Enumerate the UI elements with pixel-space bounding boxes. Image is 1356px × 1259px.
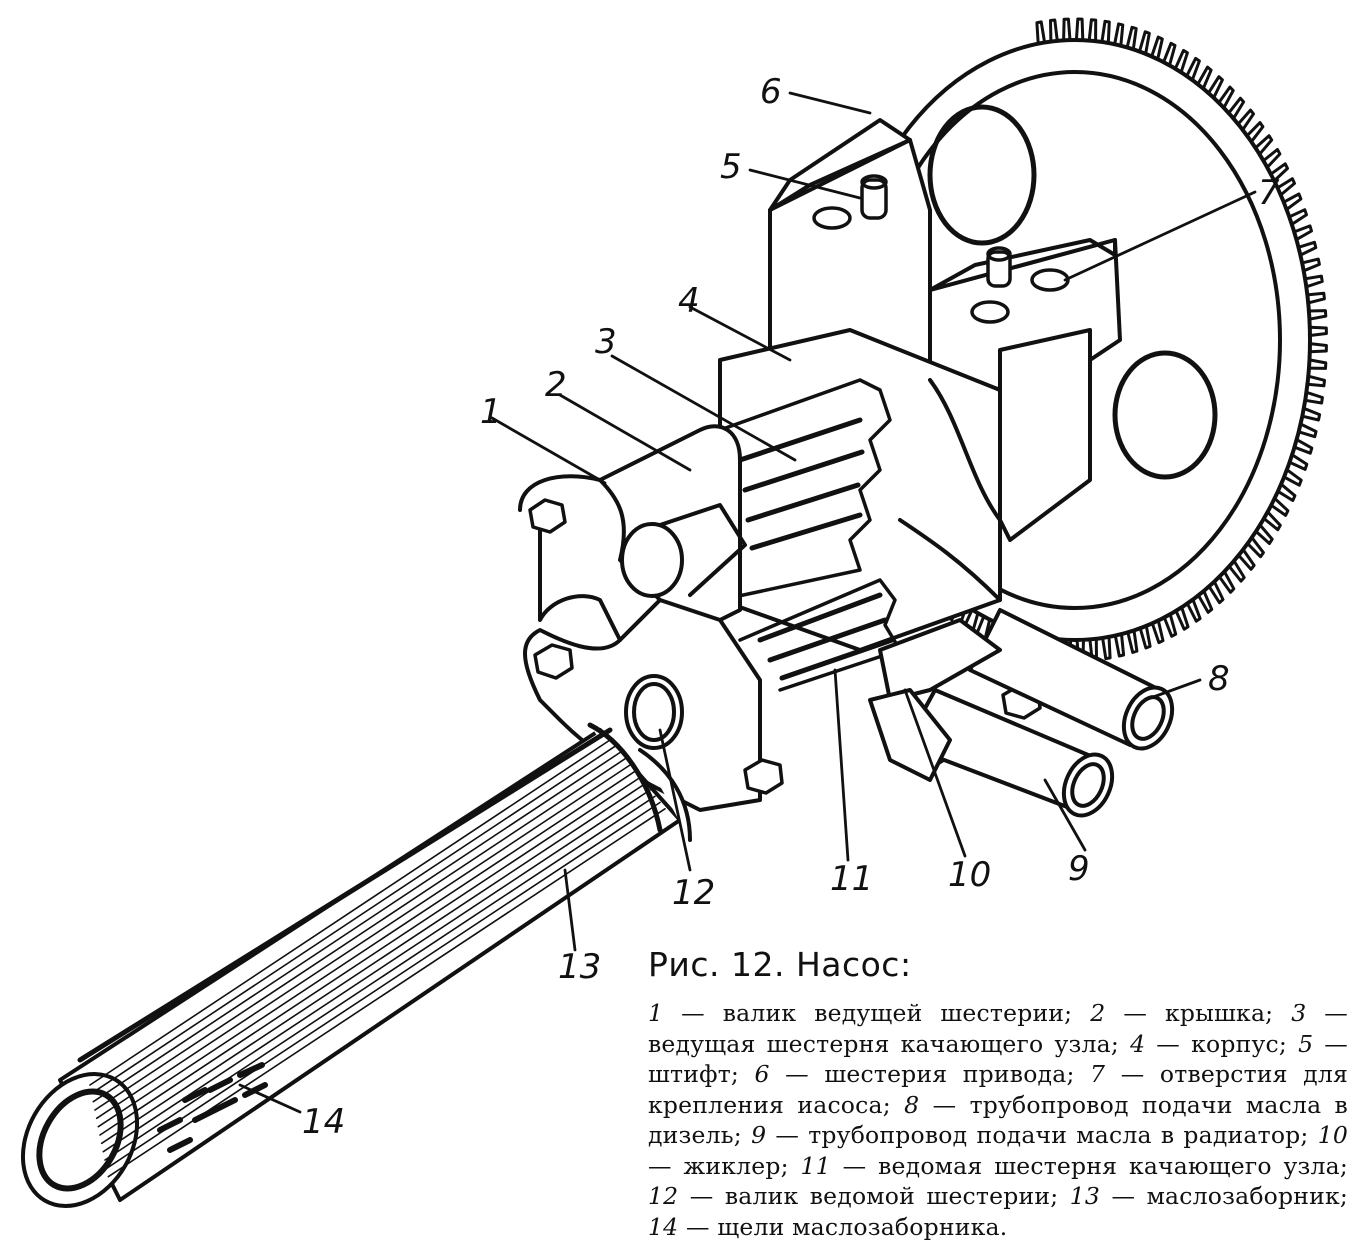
tube-hatching: [89, 739, 666, 1178]
legend-number: 13: [1069, 1182, 1101, 1210]
oil-pipes: [878, 608, 1175, 818]
legend-number: 7: [1090, 1060, 1106, 1088]
callout-14: 14: [302, 1102, 346, 1142]
legend-text: корпус: [1191, 1029, 1279, 1058]
legend-text: жиклер: [683, 1151, 781, 1180]
legend-text: валик ведущей шестерии: [722, 999, 1065, 1027]
legend-text: ведомая шестерня качающего узла: [878, 1151, 1340, 1180]
legend-number: 4: [1130, 1029, 1146, 1058]
callout-1: 1: [480, 392, 502, 432]
legend-number: 5: [1298, 1029, 1314, 1058]
callout-4: 4: [678, 281, 700, 321]
callout-2: 2: [545, 365, 567, 405]
callout-10: 10: [948, 855, 992, 895]
callout-12: 12: [672, 873, 716, 913]
legend-number: 10: [1317, 1121, 1349, 1149]
callout-6: 6: [760, 72, 782, 112]
legend-text: отверстия для крепления иасоса: [648, 1060, 1348, 1119]
callout-7: 7: [1258, 173, 1280, 213]
figure-caption: Рис. 12. Насос: 1 — валик ведущей шестер…: [648, 945, 1348, 1242]
legend-number: 11: [800, 1151, 831, 1180]
legend-text: трубопровод подачи масла в дизель: [648, 1090, 1348, 1150]
legend-number: 9: [751, 1121, 767, 1149]
legend-number: 6: [754, 1060, 770, 1088]
figure-legend: 1 — валик ведущей шестерии; 2 — крышка; …: [648, 999, 1349, 1241]
callout-5: 5: [720, 147, 742, 187]
legend-text: шестерия привода: [824, 1060, 1067, 1088]
legend-text: щели маслозаборника: [717, 1212, 1000, 1241]
legend-number: 1: [648, 999, 664, 1027]
callout-8: 8: [1208, 659, 1230, 699]
legend-text: штифт: [648, 1060, 731, 1088]
leader-lines: [238, 91, 1257, 1114]
legend-text: маслозаборник: [1146, 1182, 1340, 1210]
legend-text: валик ведомой шестерии: [724, 1182, 1051, 1210]
legend-number: 3: [1291, 999, 1307, 1027]
callout-11: 11: [830, 859, 874, 899]
intake-slots: [157, 1062, 268, 1153]
pump-cover: [518, 424, 762, 812]
callout-9: 9: [1068, 849, 1090, 889]
legend-number: 2: [1090, 999, 1106, 1027]
callout-13: 13: [558, 947, 602, 987]
figure-title: Рис. 12. Насос:: [648, 945, 912, 984]
legend-number: 8: [904, 1090, 920, 1119]
legend-text: ведущая шестерня качающего узла: [648, 1029, 1111, 1058]
shaft-ends: [620, 503, 747, 750]
callout-3: 3: [595, 322, 617, 362]
legend-number: 12: [648, 1182, 679, 1210]
legend-text: крышка: [1164, 999, 1266, 1027]
legend-text: трубопровод подачи масла в радиатор: [808, 1121, 1301, 1149]
legend-number: 14: [648, 1212, 679, 1241]
